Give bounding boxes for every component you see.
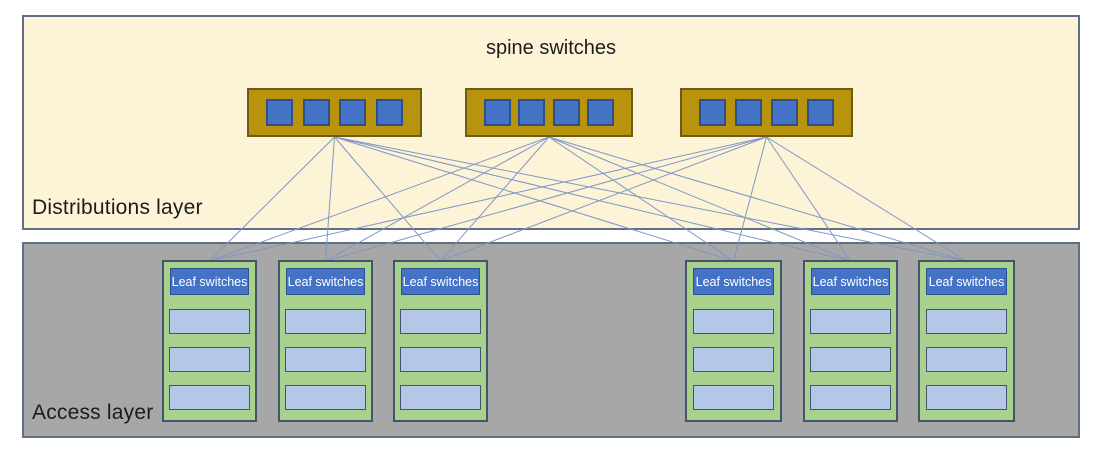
spine-leaf-link [325,136,335,262]
leaf-unit [400,309,481,334]
spine-port-icon [735,99,762,126]
leaf-unit [285,385,366,410]
leaf-rack-title: Leaf switches [286,268,365,295]
leaf-rack-4: Leaf switches [685,260,782,422]
spine-port-icon [302,99,330,126]
leaf-rack-title: Leaf switches [811,268,890,295]
spine-port-icon [699,99,726,126]
leaf-rack-6: Leaf switches [918,260,1015,422]
leaf-unit [169,385,250,410]
leaf-unit-list [285,309,366,410]
leaf-unit [169,347,250,372]
spine-leaf-link [733,136,767,262]
spine-leaf-link [209,136,335,262]
leaf-unit [285,309,366,334]
spine-leaf-link [548,136,734,262]
spine-leaf-link [209,136,550,262]
leaf-unit [693,347,774,372]
spine-port-icon [807,99,834,126]
leaf-unit [810,385,891,410]
leaf-unit-list [810,309,891,410]
spine-port-icon [771,99,798,126]
spine-leaf-link [325,136,767,262]
leaf-unit [693,385,774,410]
spine-leaf-link [548,136,967,262]
leaf-unit-list [693,309,774,410]
leaf-rack-3: Leaf switches [393,260,488,422]
leaf-rack-title: Leaf switches [170,268,249,295]
leaf-rack-title: Leaf switches [401,268,480,295]
spine-port-icon [339,99,367,126]
spine-port-icon [375,99,403,126]
spine-leaf-link [440,136,767,262]
leaf-unit [810,347,891,372]
spine-port-icon [552,99,580,126]
leaf-unit-list [926,309,1007,410]
spine-port-icon [586,99,614,126]
leaf-unit [169,309,250,334]
spine-port-icon [266,99,293,126]
spine-switch-3 [680,88,853,137]
spine-leaf-link [334,136,851,262]
spine-switch-1 [247,88,422,137]
leaf-unit [400,347,481,372]
spine-switch-2 [465,88,633,137]
leaf-unit [693,309,774,334]
leaf-rack-1: Leaf switches [162,260,257,422]
spine-leaf-link [548,136,851,262]
spine-leaf-link [325,136,550,262]
spine-leaf-link [209,136,767,262]
access-layer-label: Access layer [32,401,154,424]
leaf-unit [285,347,366,372]
leaf-unit-list [400,309,481,410]
leaf-unit [810,309,891,334]
leaf-unit [926,385,1007,410]
distribution-layer-label: Distributions layer [32,196,203,219]
leaf-unit-list [169,309,250,410]
spine-leaf-link [440,136,550,262]
leaf-rack-2: Leaf switches [278,260,373,422]
spine-port-icon [484,99,511,126]
spine-leaf-link [766,136,851,262]
spine-leaf-link [334,136,441,262]
leaf-unit [400,385,481,410]
leaf-unit [926,347,1007,372]
leaf-rack-5: Leaf switches [803,260,898,422]
leaf-rack-title: Leaf switches [926,268,1007,295]
leaf-unit [926,309,1007,334]
spine-leaf-link [334,136,734,262]
spine-leaf-link [766,136,967,262]
leaf-rack-title: Leaf switches [693,268,774,295]
diagram-title: spine switches [485,37,617,59]
spine-port-icon [518,99,546,126]
spine-leaf-link [334,136,967,262]
